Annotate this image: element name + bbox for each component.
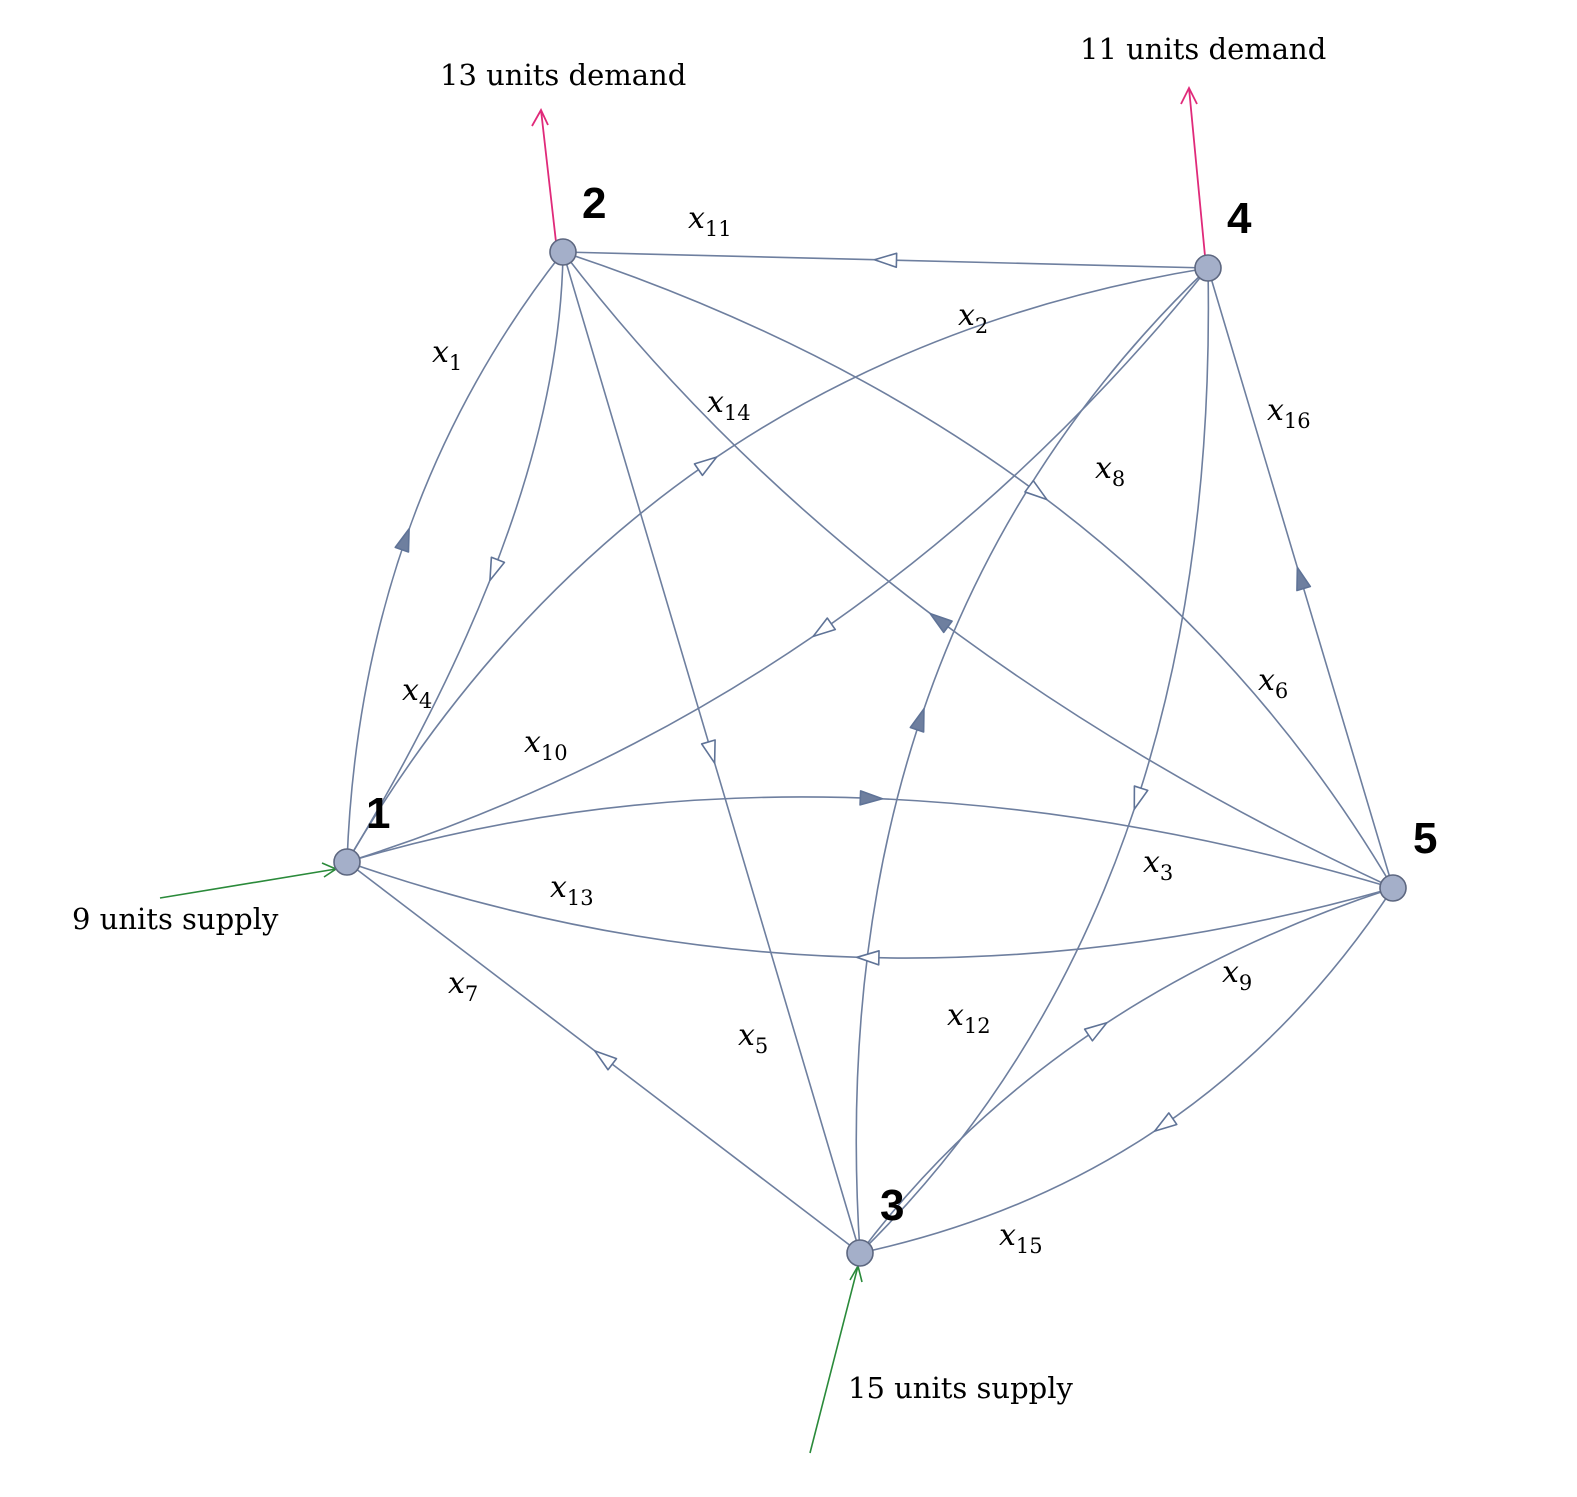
edge-labels: x1 x2 x3 x4 x5 x6 x7 x8 x9 x10 x11 x12 x… bbox=[402, 201, 1311, 1258]
edge-label-x12: x12 bbox=[947, 998, 991, 1038]
edge-label-x13: x13 bbox=[550, 870, 594, 910]
edge-x1 bbox=[346, 251, 564, 863]
arrowhead-x6 bbox=[1024, 479, 1048, 501]
arrowhead-x14 bbox=[929, 612, 953, 634]
demand-label-node2: 13 units demand bbox=[440, 58, 686, 92]
arrowhead-x4 bbox=[489, 556, 506, 582]
edge-x13 bbox=[346, 861, 1394, 959]
edge-label-x6: x6 bbox=[1258, 663, 1288, 703]
edge-label-x15: x15 bbox=[999, 1218, 1043, 1258]
arrowhead-x11 bbox=[873, 252, 898, 269]
arrowhead-x2 bbox=[693, 456, 718, 477]
edge-label-x3: x3 bbox=[1143, 845, 1173, 885]
node-labels: 1 2 3 4 5 bbox=[366, 179, 1437, 1230]
arrowhead-x13 bbox=[856, 950, 880, 966]
node-1[interactable] bbox=[333, 848, 361, 876]
edge-label-x7: x7 bbox=[448, 966, 478, 1006]
edge-label-x10: x10 bbox=[524, 725, 568, 765]
edge-x10 bbox=[346, 267, 1209, 863]
edge-label-x11: x11 bbox=[688, 201, 732, 241]
arrowhead-x5 bbox=[700, 739, 716, 764]
edge-x12 bbox=[859, 267, 1210, 1254]
supply-arrow-node3 bbox=[809, 1265, 859, 1454]
arrowhead-x3 bbox=[859, 790, 884, 806]
arrowhead-x1 bbox=[394, 528, 410, 553]
demand-arrow-node2 bbox=[540, 109, 557, 243]
node-label-5: 5 bbox=[1413, 814, 1437, 863]
edge-x4 bbox=[346, 251, 564, 863]
arrowhead-x15 bbox=[1153, 1112, 1178, 1132]
supply-label-node1: 9 units supply bbox=[72, 902, 279, 936]
node-3[interactable] bbox=[846, 1239, 874, 1267]
node-label-3: 3 bbox=[880, 1181, 904, 1230]
node-2[interactable] bbox=[549, 238, 577, 266]
demand-arrow-node4 bbox=[1188, 87, 1206, 257]
edge-arrowheads bbox=[394, 252, 1312, 1132]
arrowhead-x12 bbox=[1133, 785, 1149, 810]
edge-x8 bbox=[855, 267, 1209, 1254]
supply-arrow-node1 bbox=[159, 868, 337, 899]
edge-label-x14: x14 bbox=[707, 385, 751, 425]
node-5[interactable] bbox=[1379, 874, 1407, 902]
annotations: 13 units demand 11 units demand 9 units … bbox=[72, 32, 1326, 1405]
node-label-2: 2 bbox=[582, 179, 606, 228]
node-label-1: 1 bbox=[366, 789, 390, 838]
demand-arrows bbox=[531, 85, 1206, 257]
edge-label-x1: x1 bbox=[432, 335, 462, 375]
nodes bbox=[333, 238, 1407, 1267]
edge-label-x2: x2 bbox=[958, 298, 988, 338]
demand-label-node4: 11 units demand bbox=[1080, 32, 1326, 66]
node-label-4: 4 bbox=[1227, 194, 1252, 243]
edge-label-x5: x5 bbox=[738, 1018, 768, 1058]
edge-x14 bbox=[562, 251, 1394, 889]
demand-arrowhead-node2 bbox=[531, 108, 549, 127]
edges bbox=[346, 251, 1394, 1254]
node-4[interactable] bbox=[1194, 254, 1222, 282]
edge-x6 bbox=[562, 251, 1394, 889]
arrowhead-x9 bbox=[1083, 1021, 1108, 1042]
edge-x2 bbox=[346, 267, 1209, 863]
arrowhead-x7 bbox=[593, 1050, 618, 1071]
edge-label-x9: x9 bbox=[1222, 955, 1252, 995]
supply-label-node3: 15 units supply bbox=[848, 1371, 1073, 1405]
arrowhead-x10 bbox=[812, 617, 837, 638]
edge-x3 bbox=[346, 796, 1394, 889]
arrowhead-x8 bbox=[909, 708, 925, 733]
arrowhead-x16 bbox=[1296, 566, 1312, 592]
edge-label-x8: x8 bbox=[1095, 451, 1125, 491]
edge-label-x4: x4 bbox=[402, 673, 432, 713]
edge-label-x16: x16 bbox=[1267, 393, 1311, 433]
demand-arrowhead-node4 bbox=[1180, 85, 1198, 105]
